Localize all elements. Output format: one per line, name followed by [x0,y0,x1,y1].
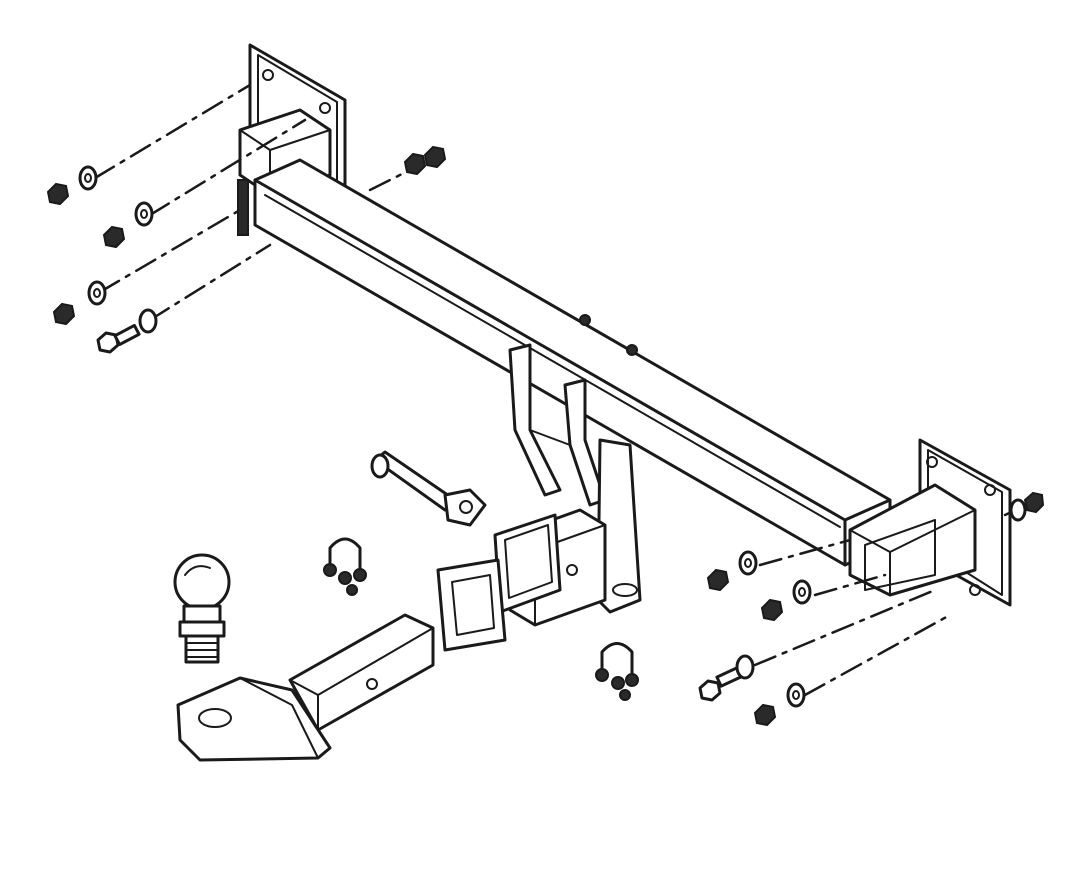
alignment-lines [93,83,1022,697]
shackle-left [323,537,367,596]
receiver-collar [436,558,507,652]
tow-ball [173,553,231,664]
shackle-right [595,642,639,701]
towbar-crossbar [253,158,892,567]
receiver-hitch [493,508,607,627]
fasteners-left [46,145,447,354]
right-bracket-box [848,483,977,597]
center-hanger [508,343,642,614]
fasteners-right [698,491,1045,727]
hitch-pin [370,450,487,527]
ball-mount-drawbar [176,613,435,762]
